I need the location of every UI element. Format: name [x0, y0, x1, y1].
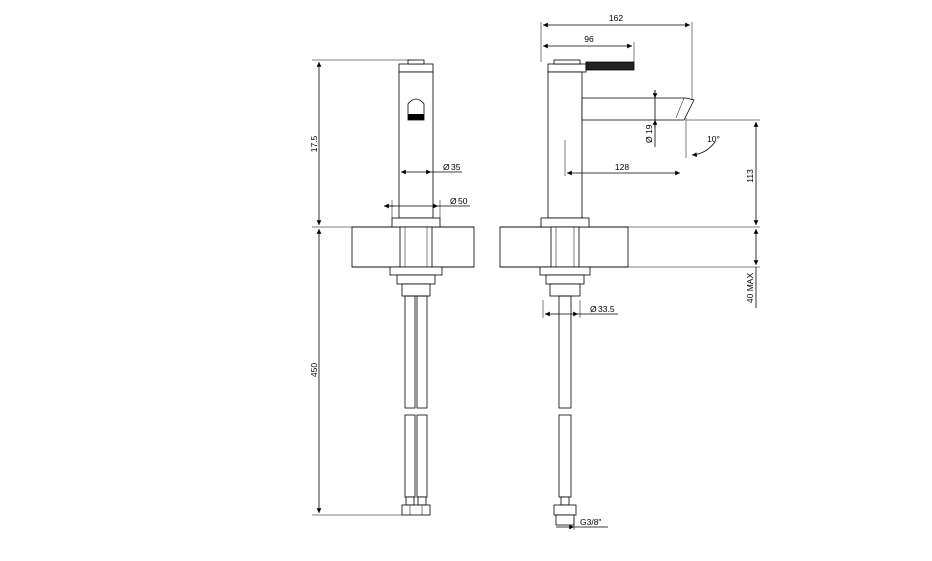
dim-dia-body-symbol: Ø [443, 162, 450, 172]
front-handle [398, 63, 434, 73]
dim-dia-base: 50 [458, 196, 468, 206]
dim-overall-width: 162 [609, 13, 623, 23]
dim-handle-width: 96 [584, 34, 594, 44]
side-handle [547, 63, 587, 73]
dim-max-deck: 40 MAX [745, 273, 755, 304]
front-body [398, 71, 434, 219]
dim-angle: 10° [707, 134, 720, 144]
dim-reach: 128 [615, 162, 629, 172]
dim-dia-shank-symbol: Ø [590, 304, 597, 314]
side-spout [581, 97, 695, 121]
dim-dia-shank: 33.5 [598, 304, 615, 314]
dim-spout-dia: 19 [644, 124, 654, 134]
dim-dia-body: 35 [451, 162, 461, 172]
front-hose-right [416, 414, 428, 498]
dim-spout-dia-symbol: Ø [644, 136, 654, 143]
dim-spout-height: 113 [745, 169, 755, 183]
front-base [391, 217, 441, 228]
side-hose [558, 295, 572, 409]
dim-hose-length: 450 [309, 363, 319, 377]
front-view: 17.5 450 Ø 35 Ø 50 [309, 59, 475, 516]
side-view: 162 96 Ø 19 10° 128 113 40 MAX [499, 13, 760, 530]
dim-dia-base-symbol: Ø [450, 196, 457, 206]
dim-height-body: 17.5 [309, 135, 319, 152]
dim-thread: G3/8" [580, 517, 601, 527]
front-hose-left [404, 295, 416, 409]
